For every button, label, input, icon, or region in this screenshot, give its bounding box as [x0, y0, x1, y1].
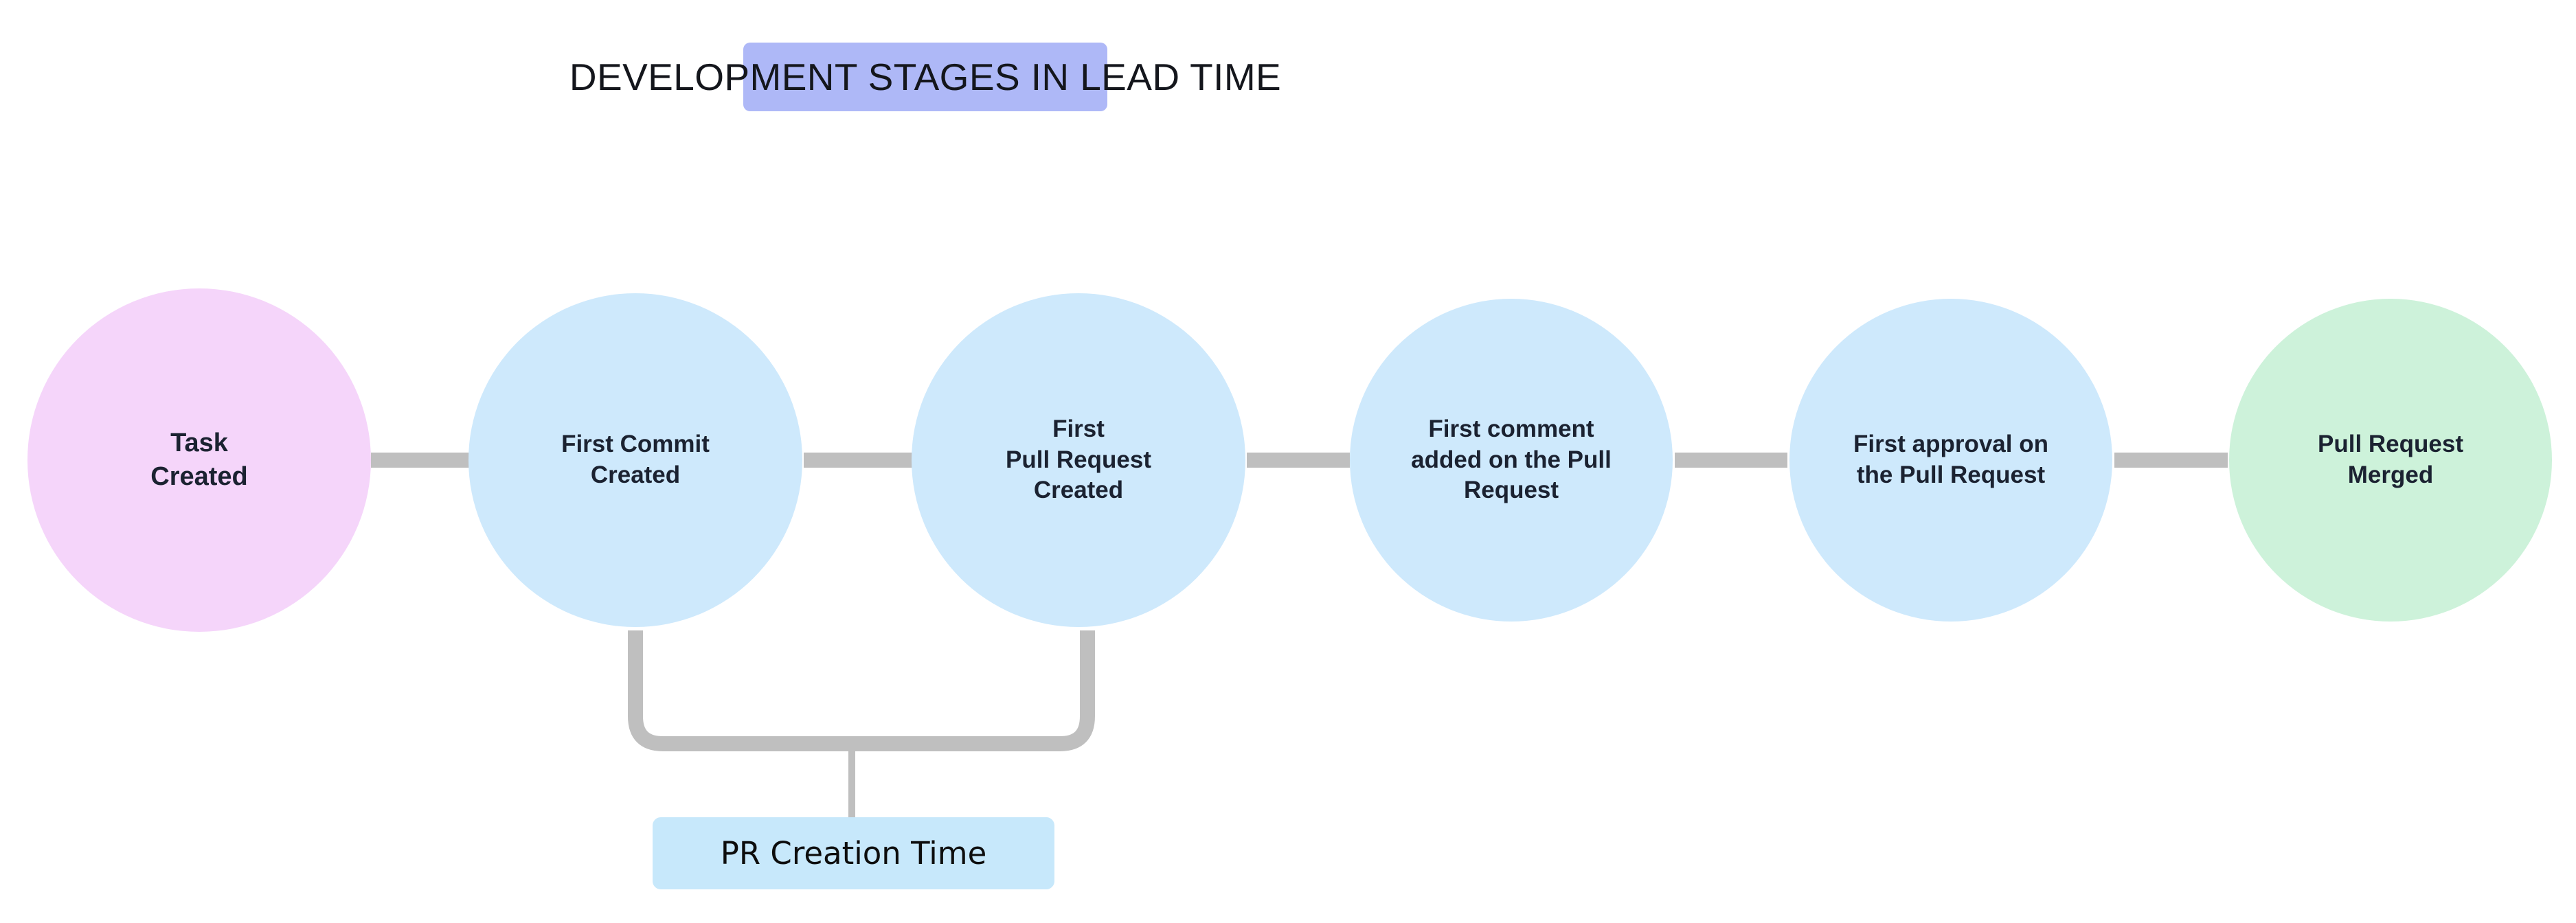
stage-node-label: First Commit Created [561, 431, 710, 488]
stage-node-task-created[interactable]: Task Created [27, 288, 371, 632]
pr-creation-time-label-text: PR Creation Time [720, 835, 987, 871]
bracket-path [628, 630, 1095, 751]
page-title: DEVELOPMENT STAGES IN LEAD TIME [569, 55, 1282, 98]
stage-node-label: Task Created [150, 429, 248, 491]
pr-creation-time-label[interactable]: PR Creation Time [653, 817, 1054, 889]
pr-creation-time-bracket [628, 630, 1095, 819]
stage-node-label: Pull Request Merged [2318, 431, 2463, 488]
stage-node-first-pull-request-created[interactable]: First Pull Request Created [912, 293, 1245, 627]
stage-node-first-approval[interactable]: First approval on the Pull Request [1789, 299, 2112, 622]
stage-node-pull-request-merged[interactable]: Pull Request Merged [2229, 299, 2552, 622]
stage-node-first-commit-created[interactable]: First Commit Created [468, 293, 802, 627]
stage-node-label: First comment added on the Pull Request [1411, 415, 1612, 504]
stage-node-first-comment-added[interactable]: First comment added on the Pull Request [1350, 299, 1673, 622]
stage-node-label: First approval on the Pull Request [1853, 431, 2048, 488]
diagram-title-box: DEVELOPMENT STAGES IN LEAD TIME [569, 43, 1281, 111]
stage-node-label: First Pull Request Created [1006, 415, 1151, 504]
